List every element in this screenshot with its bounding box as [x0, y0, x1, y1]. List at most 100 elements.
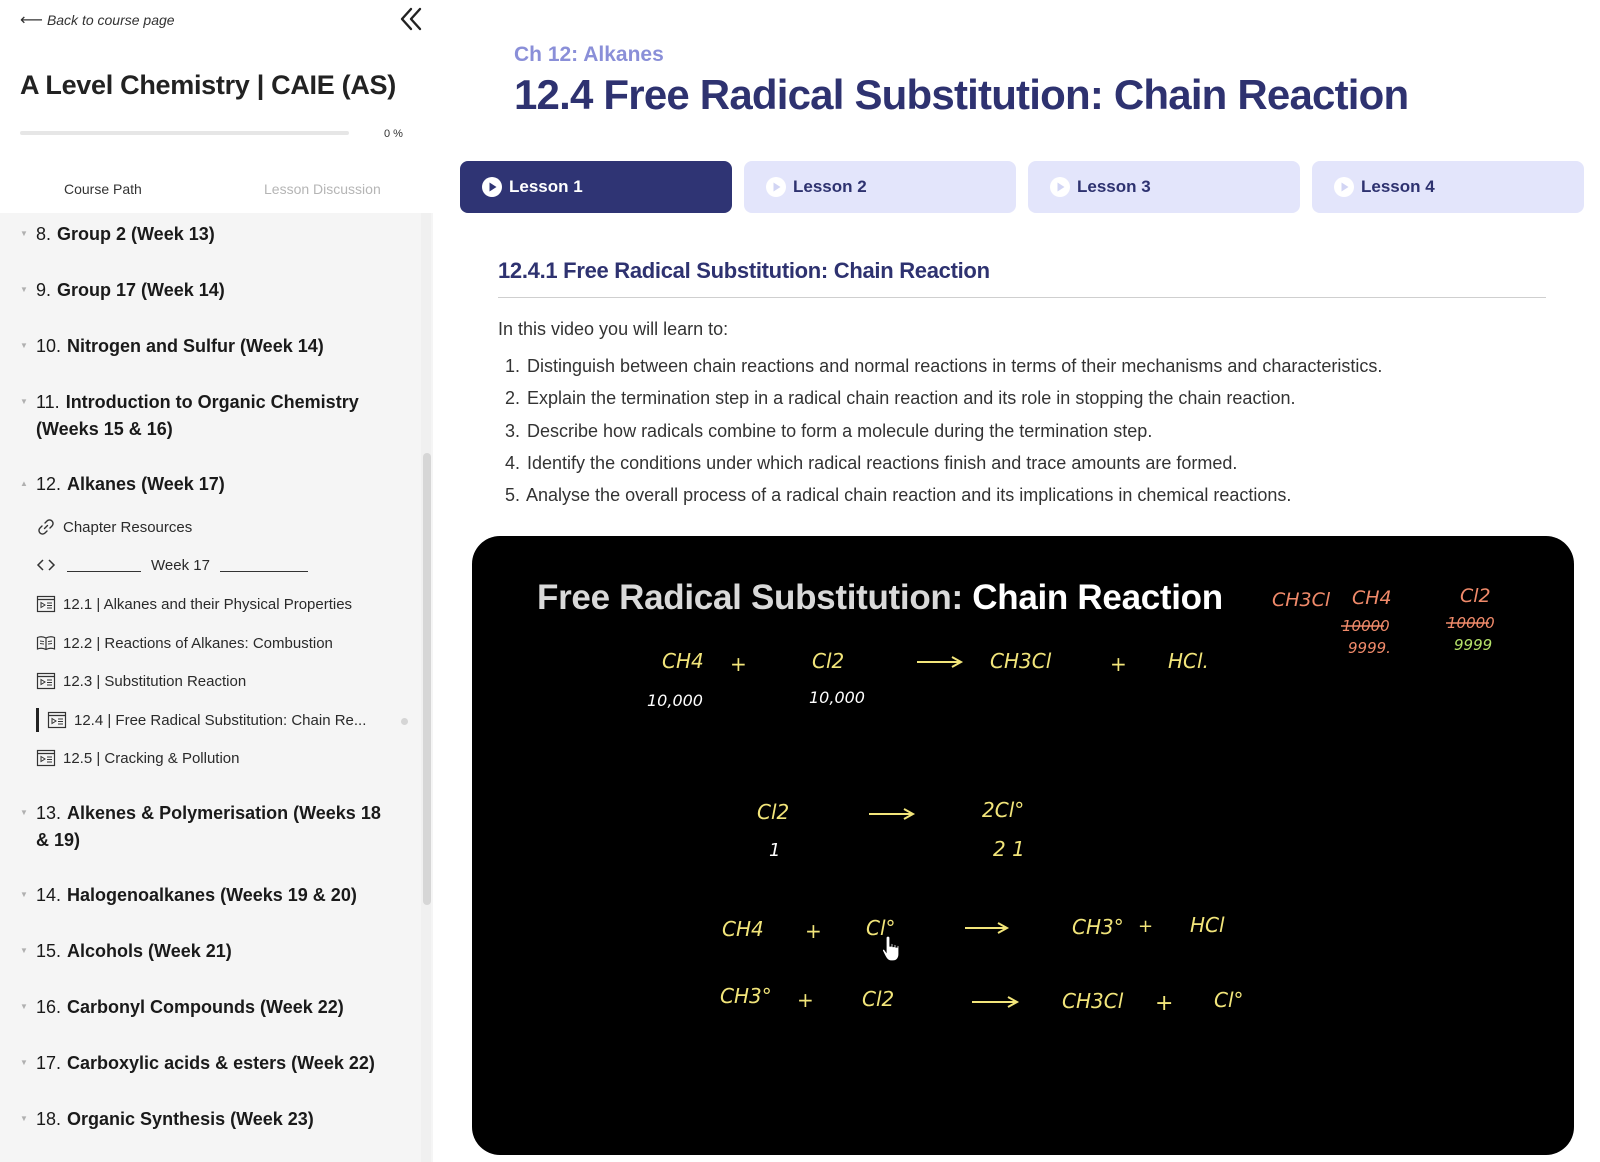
chapter-item-13[interactable]: ▼ 13.Alkenes & Polymerisation (Weeks 18 … — [20, 800, 400, 854]
chapter-resources-item[interactable]: Chapter Resources — [36, 515, 406, 539]
chapter-name: Nitrogen and Sulfur (Week 14) — [67, 336, 324, 356]
video-player[interactable]: Free Radical Substitution: Chain Reactio… — [472, 536, 1574, 1155]
chevron-down-icon: ▼ — [20, 1114, 28, 1123]
chapter-item-16[interactable]: ▼ 16.Carbonyl Compounds (Week 22) — [20, 994, 400, 1021]
lesson-item-12-4[interactable]: 12.4 | Free Radical Substitution: Chain … — [47, 708, 417, 732]
chapter-item-14[interactable]: ▼ 14.Halogenoalkanes (Weeks 19 & 20) — [20, 882, 400, 909]
chevron-down-icon: ▼ — [20, 1002, 28, 1011]
lesson-tabs: Lesson 1 Lesson 2 Lesson 3 Lesson 4 — [460, 161, 1584, 213]
chapter-number: 16. — [36, 997, 62, 1017]
chapter-number: 14. — [36, 885, 62, 905]
lesson-label: 12.4 | Free Radical Substitution: Chain … — [74, 711, 367, 729]
eq1-plus-2: + — [1110, 652, 1127, 676]
chevron-down-icon: ▼ — [20, 890, 28, 899]
lesson-item-12-2[interactable]: 12.2 | Reactions of Alkanes: Combustion — [36, 631, 406, 655]
lesson-item-12-5[interactable]: 12.5 | Cracking & Pollution — [36, 746, 406, 770]
tab-label: Lesson 3 — [1077, 177, 1151, 196]
chevron-down-icon: ▼ — [20, 285, 28, 294]
tab-lesson-2[interactable]: Lesson 2 — [744, 161, 1016, 213]
eq1-count-1: 10,000 — [647, 691, 703, 710]
eq1-reactant-1: CH4 — [662, 649, 704, 673]
course-title: A Level Chemistry | CAIE (AS) — [20, 70, 396, 100]
objective-item: 2. Explain the termination step in a rad… — [504, 388, 1296, 409]
lesson-item-12-1[interactable]: 12.1 | Alkanes and their Physical Proper… — [36, 592, 406, 616]
video-title: Free Radical Substitution: Chain Reactio… — [537, 578, 1223, 617]
eq4-plus: + — [797, 988, 814, 1012]
divider-line — [219, 570, 308, 572]
main-content: Ch 12: Alkanes 12.4 Free Radical Substit… — [433, 0, 1600, 1162]
objective-item: 5. Analyse the overall process of a radi… — [504, 485, 1292, 506]
tab-lesson-3[interactable]: Lesson 3 — [1028, 161, 1300, 213]
arrow-head — [1007, 996, 1020, 1008]
video-lesson-icon — [47, 711, 67, 729]
eq1-product-2: HCl. — [1168, 649, 1209, 673]
chapter-name: Organic Synthesis (Week 23) — [67, 1109, 314, 1129]
note-cl2: Cl2 — [1460, 585, 1491, 607]
chapter-number: 11. — [36, 392, 60, 412]
video-lesson-icon — [36, 672, 56, 690]
arrow-head — [997, 922, 1010, 934]
tab-lesson-1[interactable]: Lesson 1 — [460, 161, 732, 213]
back-to-course-link[interactable]: ⟵ Back to course page — [20, 10, 175, 30]
chapter-item-18[interactable]: ▼ 18.Organic Synthesis (Week 23) — [20, 1106, 400, 1133]
chapter-number: 12. — [36, 474, 62, 494]
chevron-down-icon: ▼ — [20, 1058, 28, 1067]
eq2-product: 2Cl° — [982, 798, 1024, 822]
hand-pointer-icon — [881, 935, 900, 962]
chevron-down-icon: ▼ — [20, 229, 28, 238]
tab-course-path[interactable]: Course Path — [64, 181, 142, 197]
lesson-item-12-3[interactable]: 12.3 | Substitution Reaction — [36, 669, 406, 693]
chapter-name: Group 17 (Week 14) — [57, 280, 225, 300]
tab-lesson-4[interactable]: Lesson 4 — [1312, 161, 1584, 213]
sidebar: ⟵ Back to course page A Level Chemistry … — [0, 0, 433, 1162]
eq2-count-2: 2 1 — [993, 837, 1025, 861]
chapter-item-12[interactable]: ▲ 12.Alkanes (Week 17) — [20, 471, 400, 498]
note-ch4: CH4 — [1352, 587, 1392, 609]
play-icon — [1050, 177, 1070, 197]
chapter-item-9[interactable]: ▼ 9.Group 17 (Week 14) — [20, 277, 400, 304]
chevron-up-icon: ▲ — [20, 479, 28, 488]
eq3-plus-2: + — [1138, 916, 1153, 937]
chapter-number: 18. — [36, 1109, 62, 1129]
chevron-down-icon: ▼ — [20, 397, 28, 406]
video-lesson-icon — [36, 595, 56, 613]
course-progress-bar — [20, 131, 349, 135]
chapter-item-17[interactable]: ▼ 17.Carboxylic acids & esters (Week 22) — [20, 1050, 400, 1077]
section-divider — [498, 297, 1546, 298]
chevron-down-icon: ▼ — [20, 946, 28, 955]
chapter-item-11[interactable]: ▼ 11.Introduction to Organic Chemistry (… — [20, 389, 400, 443]
chapter-resources-label: Chapter Resources — [63, 518, 193, 536]
chapter-number: 9. — [36, 280, 52, 300]
chapter-name: Carbonyl Compounds (Week 22) — [67, 997, 344, 1017]
objective-item: 4. Identify the conditions under which r… — [504, 452, 1238, 473]
eq1-product-1: CH3Cl — [990, 649, 1052, 673]
eq2-count-1: 1 — [769, 840, 780, 861]
eq2-reactant: Cl2 — [757, 800, 789, 824]
sidebar-scrollbar-thumb[interactable] — [423, 453, 431, 905]
chapter-name: Carboxylic acids & esters (Week 22) — [67, 1053, 375, 1073]
eq4-product-1: CH3Cl — [1062, 989, 1124, 1013]
chapter-number: 15. — [36, 941, 62, 961]
chapter-number: 17. — [36, 1053, 62, 1073]
chapter-item-8[interactable]: ▼ 8.Group 2 (Week 13) — [20, 221, 400, 248]
objective-item: 3. Describe how radicals combine to form… — [504, 420, 1153, 441]
chevron-down-icon: ▼ — [20, 341, 28, 350]
arrow-head — [903, 808, 916, 820]
whiteboard-drawing: CH3Cl CH4 10000 9999. Cl2 10000 9999 CH4… — [647, 585, 1495, 1016]
eq4-reactant-2: Cl2 — [862, 987, 894, 1011]
lesson-label: 12.2 | Reactions of Alkanes: Combustion — [63, 634, 333, 652]
link-icon — [38, 519, 54, 535]
section-title: 12.4.1 Free Radical Substitution: Chain … — [498, 258, 990, 283]
chapter-number: 13. — [36, 803, 62, 823]
lesson-label: 12.1 | Alkanes and their Physical Proper… — [63, 595, 353, 613]
eq4-plus-2: + — [1155, 991, 1173, 1016]
chapter-item-15[interactable]: ▼ 15.Alcohols (Week 21) — [20, 938, 400, 965]
learning-objectives: 1. Distinguish between chain reactions a… — [498, 350, 1382, 511]
course-progress-text: 0 % — [384, 128, 403, 140]
tab-lesson-discussion[interactable]: Lesson Discussion — [264, 181, 381, 197]
chapter-name: Alkenes & Polymerisation (Weeks 18 & 19) — [36, 803, 381, 850]
double-chevron-left-icon[interactable] — [396, 4, 426, 34]
chapter-item-10[interactable]: ▼ 10.Nitrogen and Sulfur (Week 14) — [20, 333, 400, 360]
chevron-down-icon: ▼ — [20, 808, 28, 817]
